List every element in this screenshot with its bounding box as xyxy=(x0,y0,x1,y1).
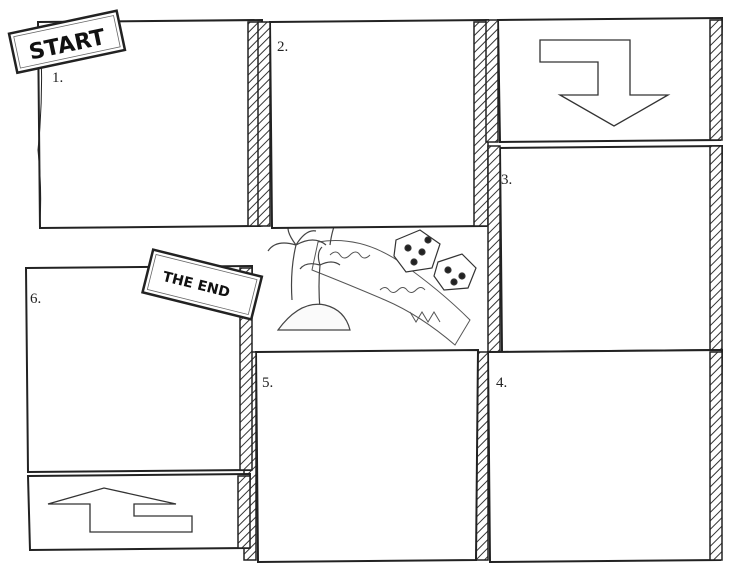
arrow-down-panel xyxy=(485,16,724,144)
panel-number: 5. xyxy=(262,375,273,391)
panel-number: 4. xyxy=(496,375,507,391)
panel-5: 5. xyxy=(243,348,480,564)
start-sign: START xyxy=(7,9,127,75)
panel-4: 4. xyxy=(475,348,724,564)
panel-number: 3. xyxy=(501,172,512,188)
panel-number: 1. xyxy=(52,70,63,86)
arrow-up-panel xyxy=(26,472,252,552)
dice-icon xyxy=(393,229,477,291)
center-illustration xyxy=(267,219,477,346)
end-sign: THE END xyxy=(141,248,264,321)
panel-number: 2. xyxy=(277,39,288,55)
panel-2: 2. xyxy=(257,18,490,230)
panel-3: 3. xyxy=(487,144,724,354)
arrow-up-icon xyxy=(47,487,193,533)
treasure-map-icon xyxy=(311,240,471,346)
arrow-down-icon xyxy=(539,39,671,127)
panel-number: 6. xyxy=(30,291,41,307)
